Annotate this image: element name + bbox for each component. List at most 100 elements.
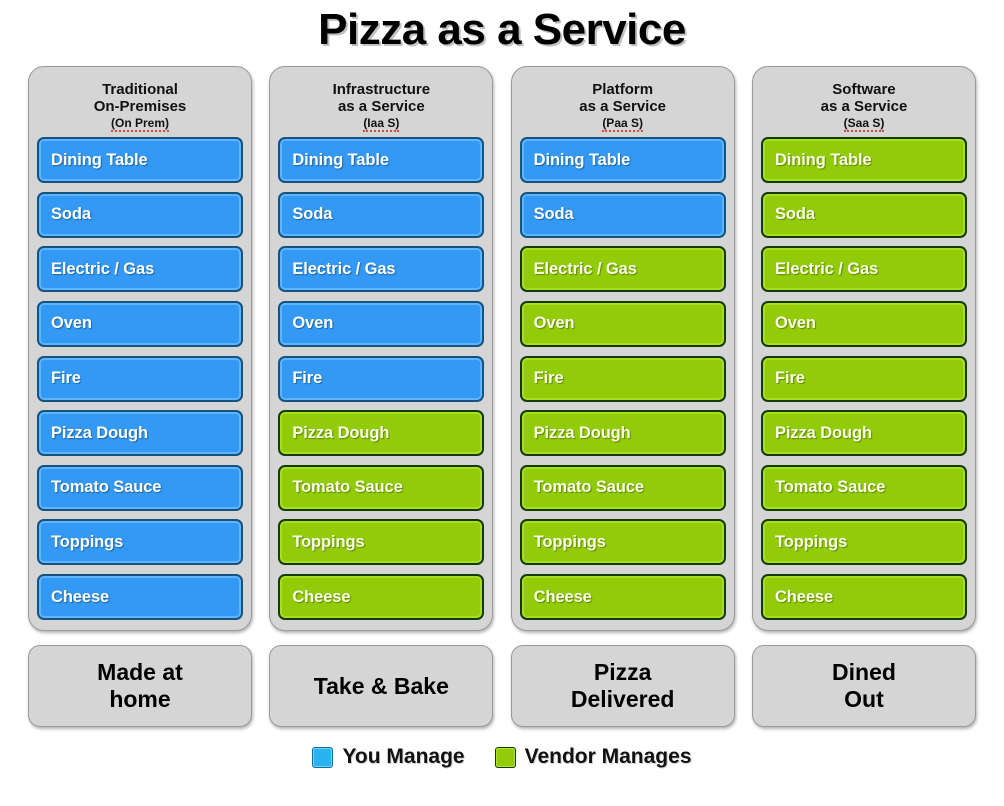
layer-item-label: Cheese (774, 587, 834, 606)
abbreviation-text: (Saa S) (843, 116, 885, 132)
layer-item-label: Dining Table (51, 150, 148, 169)
layer-item-label: Tomato Sauce (533, 478, 645, 497)
layer-item-label: Cheese (51, 587, 110, 606)
layer-item-label: Oven (774, 314, 816, 333)
panel-header-abbreviation: (Saa S) (763, 116, 965, 132)
layer-item[interactable]: Toppings (519, 519, 726, 566)
layer-item-label: Toppings (51, 532, 124, 551)
layer-item[interactable]: Oven (519, 300, 726, 347)
layer-item-label: Tomato Sauce (51, 478, 162, 497)
layer-item[interactable]: Dining Table (519, 137, 726, 183)
layer-item[interactable]: Soda (278, 191, 485, 238)
layer-item-label: Toppings (774, 532, 848, 551)
legend-entry: Vendor Manages (494, 745, 692, 769)
panel-header-line2: as a Service (579, 98, 667, 115)
layer-item-label: Soda (51, 205, 91, 224)
delivery-caption-label: Take & Bake (313, 672, 449, 699)
layer-item-label: Tomato Sauce (292, 478, 403, 497)
panel-header-line2: as a Service (820, 98, 908, 115)
layer-item[interactable]: Pizza Dough (760, 410, 967, 457)
layer-item[interactable]: Tomato Sauce (278, 464, 485, 511)
delivery-caption[interactable]: Made at home (28, 645, 252, 727)
layer-item[interactable]: Soda (519, 191, 726, 238)
legend-label: You Manage (342, 745, 465, 768)
delivery-caption[interactable]: Pizza Delivered (510, 645, 735, 727)
legend: You Manage Vendor Manages (0, 745, 1004, 769)
page-title: Pizza as a Service (318, 5, 686, 54)
layer-item-label: Electric / Gas (51, 259, 155, 278)
layer-item[interactable]: Electric / Gas (37, 246, 243, 293)
layer-item[interactable]: Dining Table (37, 137, 243, 183)
panel-header-line1: Infrastructure (332, 81, 431, 98)
layer-item-label: Oven (292, 314, 334, 333)
panel-header-line2: On-Premises (93, 98, 187, 115)
layer-item-label: Dining Table (533, 150, 631, 169)
layer-item[interactable]: Fire (519, 355, 726, 402)
layer-item[interactable]: Tomato Sauce (37, 464, 243, 511)
layer-item[interactable]: Tomato Sauce (519, 464, 726, 511)
layer-item[interactable]: Toppings (37, 519, 243, 566)
layer-item[interactable]: Cheese (519, 574, 726, 620)
legend-swatch-icon (312, 746, 334, 768)
layer-item-label: Fire (533, 369, 564, 387)
delivery-caption[interactable]: Take & Bake (269, 645, 494, 727)
layer-item-label: Pizza Dough (533, 423, 631, 442)
delivery-caption[interactable]: Dined Out (751, 645, 976, 727)
layer-item[interactable]: Pizza Dough (278, 410, 485, 457)
layer-item[interactable]: Electric / Gas (519, 246, 726, 293)
layer-item[interactable]: Fire (37, 355, 243, 402)
abbreviation-text: (On Prem) (110, 116, 169, 132)
panel-header-line1: Software (832, 81, 896, 98)
layer-item[interactable]: Electric / Gas (278, 246, 485, 293)
layer-item[interactable]: Pizza Dough (37, 410, 243, 457)
legend-swatch-icon (494, 746, 516, 768)
abbreviation-text: (Paa S) (602, 116, 643, 132)
layer-item[interactable]: Oven (37, 300, 243, 347)
layer-item-label: Oven (51, 314, 92, 333)
layer-item[interactable]: Fire (760, 355, 967, 402)
panel-header-abbreviation: (Iaa S) (280, 116, 482, 132)
layer-item-label: Cheese (533, 587, 592, 606)
layer-item-label: Electric / Gas (774, 259, 879, 278)
panel-header-line2: as a Service (337, 98, 425, 115)
panel-header-abbreviation: (On Prem) (39, 116, 241, 132)
layer-item-label: Pizza Dough (774, 423, 872, 442)
layer-item-label: Soda (292, 205, 333, 224)
layer-item[interactable]: Soda (760, 191, 967, 238)
layer-item[interactable]: Tomato Sauce (760, 464, 967, 511)
layer-item[interactable]: Toppings (278, 519, 485, 566)
layer-item-label: Fire (51, 369, 81, 387)
layer-item-label: Soda (533, 205, 574, 224)
layer-item[interactable]: Oven (278, 300, 485, 347)
layer-item-label: Tomato Sauce (774, 478, 886, 497)
panel-header-abbreviation: (Paa S) (522, 116, 724, 132)
layer-item[interactable]: Cheese (37, 574, 243, 620)
layer-item[interactable]: Pizza Dough (519, 410, 726, 457)
layer-item[interactable]: Dining Table (278, 137, 485, 183)
layer-item[interactable]: Toppings (760, 519, 967, 566)
layer-item[interactable]: Electric / Gas (760, 246, 967, 293)
layer-item[interactable]: Fire (278, 355, 485, 402)
layer-item-label: Electric / Gas (533, 259, 637, 278)
delivery-caption-label: Made at home (97, 659, 183, 712)
layer-item-label: Soda (774, 205, 815, 224)
layer-item-label: Pizza Dough (292, 423, 390, 442)
layer-item[interactable]: Cheese (278, 574, 485, 620)
layer-item-label: Fire (774, 369, 805, 387)
layer-item[interactable]: Soda (37, 191, 243, 238)
layer-item[interactable]: Cheese (760, 574, 967, 620)
layer-item[interactable]: Dining Table (760, 137, 967, 183)
layer-item[interactable]: Oven (760, 300, 967, 347)
